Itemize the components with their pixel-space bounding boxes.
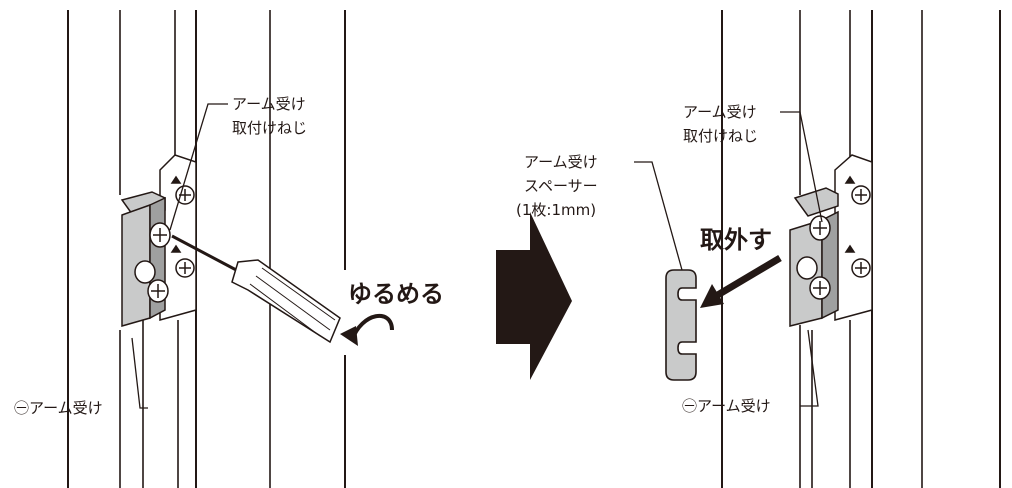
loosen-rotation-arrow-icon xyxy=(340,313,394,346)
right-leader-lines xyxy=(634,111,823,407)
left-arm-bracket xyxy=(120,191,166,327)
right-arm-bracket xyxy=(789,187,839,327)
right-bracket-label: ㊀アーム受け xyxy=(682,397,771,415)
left-action-label: ゆるめる xyxy=(348,280,444,308)
left-panel xyxy=(67,10,346,488)
left-mounting-screw xyxy=(134,222,171,303)
right-screw-label-line1: アーム受け xyxy=(683,103,757,121)
right-mounting-screw xyxy=(796,215,831,300)
right-action-label: 取外す xyxy=(700,226,772,254)
right-hinge-plate xyxy=(834,154,873,321)
remove-direction-arrow-icon xyxy=(700,254,782,308)
transition-arrow-icon xyxy=(496,212,572,380)
spacer-label-line2: スペーサー xyxy=(524,177,598,195)
left-bracket-label: ㊀アーム受け xyxy=(14,399,103,417)
left-leader-lines xyxy=(131,103,228,409)
left-screw-label-line1: アーム受け xyxy=(232,95,306,113)
spacer-label-line1: アーム受け xyxy=(524,153,598,171)
screwdriver-icon xyxy=(171,234,341,344)
arm-spacer-plate xyxy=(665,269,697,381)
left-screw-label-line2: 取付けねじ xyxy=(232,119,308,137)
spacer-label-line3: (1枚:1mm) xyxy=(516,201,597,219)
right-screw-label-line2: 取付けねじ xyxy=(683,127,759,145)
